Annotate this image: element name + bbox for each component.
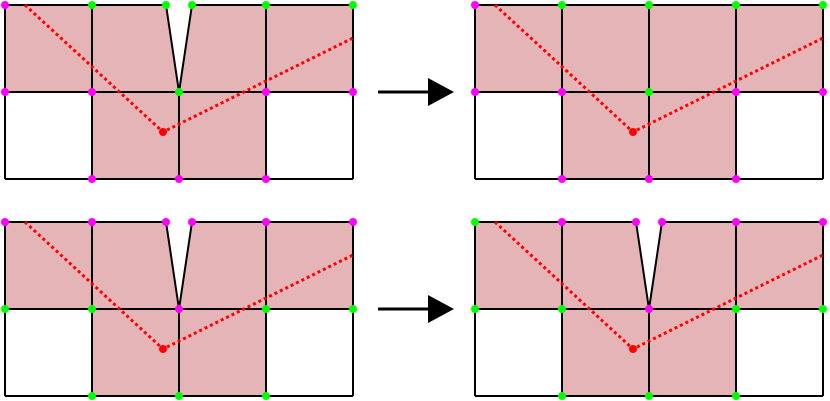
vertex-dot	[732, 218, 740, 226]
notch-cut	[166, 222, 192, 309]
panel-bottom-left	[1, 218, 357, 400]
vertex-dot	[262, 392, 270, 400]
right-arrow-icon	[378, 78, 454, 106]
vertex-dot	[88, 175, 96, 183]
panel-bottom-right	[471, 218, 827, 400]
vertex-dot	[175, 88, 183, 96]
path-point	[629, 345, 637, 353]
vertex-dot	[658, 218, 666, 226]
vertex-dot	[471, 1, 479, 9]
vertex-dot	[1, 305, 9, 313]
panel-top-left	[1, 1, 357, 183]
path-point	[629, 128, 637, 136]
path-point	[159, 345, 167, 353]
vertex-dot	[88, 305, 96, 313]
vertex-dot	[349, 1, 357, 9]
filled-cell	[179, 92, 266, 179]
vertex-dot	[262, 175, 270, 183]
filled-cell	[736, 5, 823, 92]
filled-cell	[179, 309, 266, 396]
arrow-head	[428, 295, 454, 323]
vertex-dot	[732, 1, 740, 9]
vertex-dot	[88, 218, 96, 226]
notch-gap	[167, 3, 191, 7]
filled-cell	[92, 5, 179, 92]
arrow-head	[428, 78, 454, 106]
filled-cell	[5, 5, 92, 92]
filled-cell	[475, 222, 562, 309]
filled-cell	[649, 5, 736, 92]
filled-cell	[562, 309, 649, 396]
vertex-dot	[558, 218, 566, 226]
vertex-dot	[262, 88, 270, 96]
vertex-dot	[1, 218, 9, 226]
vertex-dot	[88, 392, 96, 400]
filled-cell	[475, 5, 562, 92]
notch-gap	[637, 220, 661, 224]
vertex-dot	[349, 88, 357, 96]
vertex-dot	[88, 1, 96, 9]
filled-cell	[92, 222, 179, 309]
vertex-dot	[645, 1, 653, 9]
vertex-dot	[262, 218, 270, 226]
vertex-dot	[732, 305, 740, 313]
vertex-dot	[188, 1, 196, 9]
notch-cut	[636, 222, 662, 309]
filled-cell	[649, 222, 736, 309]
vertex-dot	[471, 305, 479, 313]
filled-cell	[92, 92, 179, 179]
filled-cell	[562, 92, 649, 179]
vertex-dot	[558, 305, 566, 313]
vertex-dot	[645, 88, 653, 96]
notch-cut	[166, 5, 192, 92]
vertex-dot	[88, 88, 96, 96]
filled-cell	[179, 222, 266, 309]
vertex-dot	[645, 305, 653, 313]
vertex-dot	[645, 392, 653, 400]
panel-top-right	[471, 1, 827, 183]
filled-cell	[649, 309, 736, 396]
right-arrow-icon	[378, 295, 454, 323]
vertex-dot	[558, 392, 566, 400]
vertex-dot	[1, 1, 9, 9]
path-point	[159, 128, 167, 136]
vertex-dot	[262, 305, 270, 313]
vertex-dot	[175, 392, 183, 400]
vertex-dot	[558, 1, 566, 9]
vertex-dot	[175, 175, 183, 183]
vertex-dot	[819, 218, 827, 226]
vertex-dot	[819, 88, 827, 96]
filled-cell	[266, 5, 353, 92]
filled-cell	[736, 222, 823, 309]
vertex-dot	[349, 305, 357, 313]
vertex-dot	[819, 305, 827, 313]
vertex-dot	[262, 1, 270, 9]
vertex-dot	[819, 1, 827, 9]
vertex-dot	[1, 88, 9, 96]
notch-gap	[167, 220, 191, 224]
vertex-dot	[732, 175, 740, 183]
vertex-dot	[471, 88, 479, 96]
vertex-dot	[471, 218, 479, 226]
filled-cell	[649, 92, 736, 179]
filled-cell	[179, 5, 266, 92]
vertex-dot	[632, 218, 640, 226]
filled-cell	[266, 222, 353, 309]
vertex-dot	[162, 218, 170, 226]
vertex-dot	[188, 218, 196, 226]
filled-cell	[562, 5, 649, 92]
vertex-dot	[645, 175, 653, 183]
filled-cell	[562, 222, 649, 309]
vertex-dot	[732, 88, 740, 96]
vertex-dot	[162, 1, 170, 9]
vertex-dot	[558, 175, 566, 183]
vertex-dot	[175, 305, 183, 313]
vertex-dot	[349, 218, 357, 226]
vertex-dot	[732, 392, 740, 400]
filled-cell	[5, 222, 92, 309]
filled-cell	[92, 309, 179, 396]
vertex-dot	[558, 88, 566, 96]
